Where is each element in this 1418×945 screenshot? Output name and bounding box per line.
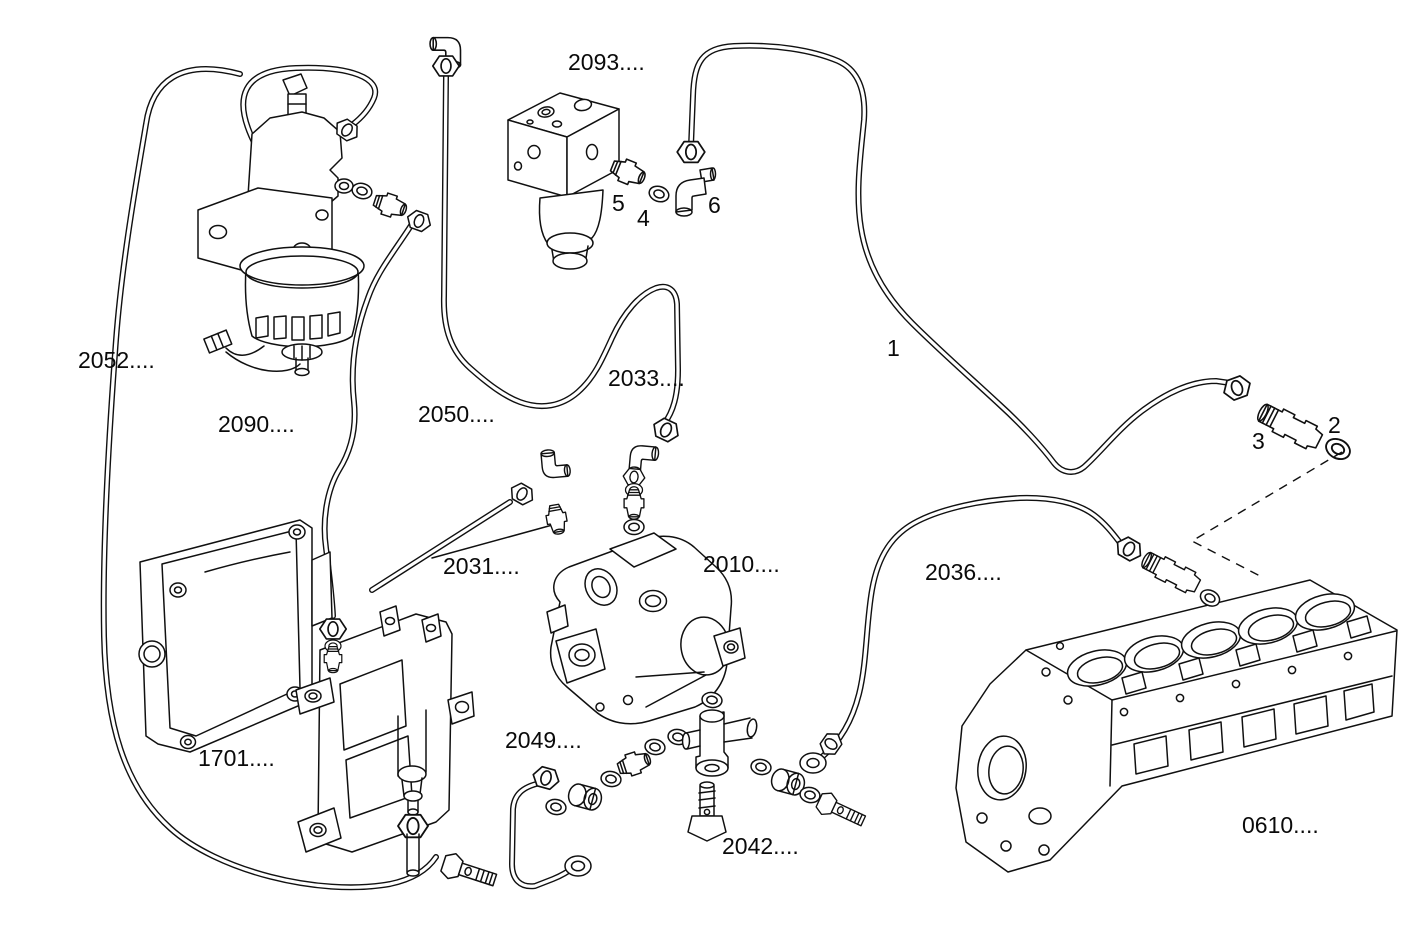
washer-2 xyxy=(1321,434,1355,464)
mounting-bracket xyxy=(295,605,475,877)
tee-fitting-cluster xyxy=(544,690,869,842)
part-label-2031: 2031.... xyxy=(443,553,520,579)
part-label-1701: 1701.... xyxy=(198,745,275,771)
pipe1-nut xyxy=(676,140,706,164)
head-front-ports xyxy=(1133,683,1375,775)
part-label-2036: 2036.... xyxy=(925,559,1002,585)
head-pedestals xyxy=(1121,615,1372,695)
part-label-2033: 2033.... xyxy=(608,365,685,391)
callout-2: 2 xyxy=(1328,412,1341,438)
pipe-2036-fittings xyxy=(799,533,1224,774)
fitting-5 xyxy=(607,154,650,191)
callout-6: 6 xyxy=(708,192,721,218)
part-label-2052: 2052.... xyxy=(78,347,155,373)
labels: 2093.... 2052.... 2090.... 2050.... 2033… xyxy=(78,49,1341,859)
part-label-2090: 2090.... xyxy=(218,411,295,437)
fuel-pump-2010 xyxy=(546,532,746,725)
fuel-filter-assembly xyxy=(197,73,435,377)
fitting-group-2033-end xyxy=(621,414,683,536)
cylinder-head-0610 xyxy=(955,579,1398,873)
head-left-end xyxy=(976,735,1052,856)
part-label-0610: 0610.... xyxy=(1242,812,1319,838)
callout-5: 5 xyxy=(612,190,625,216)
callout-1: 1 xyxy=(887,335,900,361)
part-label-2010: 2010.... xyxy=(703,551,780,577)
pipe-2049-fittings xyxy=(438,764,592,894)
part-label-2042: 2042.... xyxy=(722,833,799,859)
banjo-bolt-left xyxy=(438,850,500,894)
fitting-group-2031 xyxy=(431,447,572,559)
tee-body xyxy=(681,690,758,777)
banjo-bolt-2042 xyxy=(687,781,727,842)
ecu-1701 xyxy=(138,519,333,753)
fitting-3-and-washer-2 xyxy=(1190,372,1355,578)
part-label-2093: 2093.... xyxy=(568,49,645,75)
fuel-pipe-2049 xyxy=(512,783,574,886)
part-label-2049: 2049.... xyxy=(505,727,582,753)
hex-bolt-right xyxy=(813,789,869,833)
callout-3: 3 xyxy=(1252,428,1265,454)
fuel-pipe-1 xyxy=(691,46,1230,472)
part-label-2050: 2050.... xyxy=(418,401,495,427)
priming-pump-2093 xyxy=(429,36,717,270)
head-bores xyxy=(1066,593,1356,687)
washer-4 xyxy=(646,183,672,205)
callout-4: 4 xyxy=(637,205,650,231)
elbow-fitting-6 xyxy=(675,167,717,217)
head-small-holes xyxy=(1041,641,1353,717)
